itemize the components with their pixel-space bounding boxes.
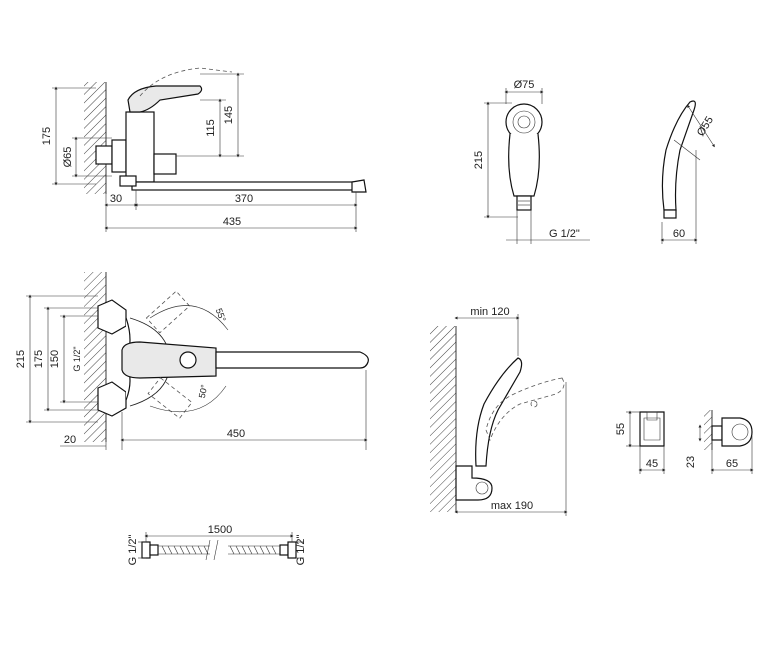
mixer-body — [125, 111, 155, 183]
shower-handle — [508, 133, 540, 197]
dim-hose-thread-right: G 1/2" — [295, 535, 307, 566]
dim-115: 115 — [205, 119, 217, 137]
wall-holder — [455, 465, 493, 501]
spout-collar — [119, 175, 137, 187]
diverter-knob — [153, 153, 177, 175]
mixer-lever — [127, 85, 203, 113]
dim-145: 145 — [223, 106, 235, 124]
shower-side-profile — [661, 100, 696, 211]
hand-shower-side: Ø55 60 — [660, 100, 716, 244]
angle-arc-50 — [149, 385, 227, 413]
side-view: 175 Ø65 115 145 30 370 435 — [41, 67, 367, 232]
dim-angle-50: 50° — [197, 383, 210, 399]
dim-175: 175 — [41, 127, 53, 145]
hose-sleeve-left — [149, 544, 159, 556]
dim-hose-1500: 1500 — [208, 524, 232, 536]
shower-side-thread — [663, 209, 677, 219]
top-view: 55° 50° 215 175 150 G 1/2" 20 450 — [15, 272, 369, 450]
dim-top-175: 175 — [33, 350, 45, 368]
eccentric-connector — [95, 145, 113, 165]
wall-holder-view: min 120 max 190 — [430, 306, 568, 516]
dim-holder-45: 45 — [646, 458, 658, 470]
dim-d75: Ø75 — [514, 79, 535, 91]
hand-shower-front: Ø75 215 G 1/2" — [473, 79, 590, 244]
upper-eccentric — [97, 299, 127, 335]
spout-rotated-down — [147, 377, 193, 419]
shower-tilted-outline — [485, 377, 565, 442]
hose-left-section — [158, 545, 210, 555]
dim-top-150: 150 — [49, 350, 61, 368]
holder-side-ring — [721, 417, 753, 447]
dim-hose-thread-left: G 1/2" — [127, 535, 139, 566]
dim-30: 30 — [110, 193, 122, 205]
wall-hatch-top — [84, 272, 106, 442]
spout — [131, 181, 361, 191]
dim-d65: Ø65 — [62, 147, 74, 168]
wall-hatch-holder — [430, 326, 456, 512]
holder-detail: 55 45 23 65 — [615, 410, 754, 474]
dim-min-120: min 120 — [470, 306, 509, 318]
hose-sleeve-right — [279, 544, 289, 556]
hose-break — [205, 539, 219, 561]
hose: 1500 G 1/2" G 1/2" — [127, 524, 307, 565]
spout-aerator — [351, 179, 367, 193]
dim-370: 370 — [235, 193, 253, 205]
dim-shower-thread: G 1/2" — [549, 228, 580, 240]
dim-shower-215: 215 — [473, 151, 485, 169]
mixer-hub — [121, 341, 217, 379]
angle-arc-55 — [149, 305, 229, 331]
dim-top-20: 20 — [64, 434, 76, 446]
holder-front — [639, 411, 665, 447]
holder-side-base — [711, 425, 723, 441]
hub-cap — [179, 351, 197, 369]
lower-eccentric — [97, 381, 127, 417]
dim-d55: Ø55 — [695, 114, 716, 138]
dim-holder-65: 65 — [726, 458, 738, 470]
hose-nut-left — [141, 541, 151, 559]
dim-435: 435 — [223, 216, 241, 228]
dim-top-thread: G 1/2" — [72, 346, 82, 371]
dim-top-450: 450 — [227, 428, 245, 440]
spout-top — [215, 351, 369, 369]
dim-max-190: max 190 — [491, 500, 533, 512]
dim-top-215: 215 — [15, 350, 27, 368]
shower-thread-end — [516, 195, 532, 211]
dim-holder-55: 55 — [615, 423, 627, 435]
shower-in-holder — [475, 357, 523, 467]
hose-right-section — [228, 545, 280, 555]
lever-rotated-outline — [139, 67, 233, 97]
dim-holder-23: 23 — [685, 456, 697, 468]
dim-angle-55: 55° — [214, 307, 228, 324]
spout-rotated-up — [145, 290, 191, 334]
dim-60: 60 — [673, 228, 685, 240]
wall-flange — [111, 139, 127, 173]
